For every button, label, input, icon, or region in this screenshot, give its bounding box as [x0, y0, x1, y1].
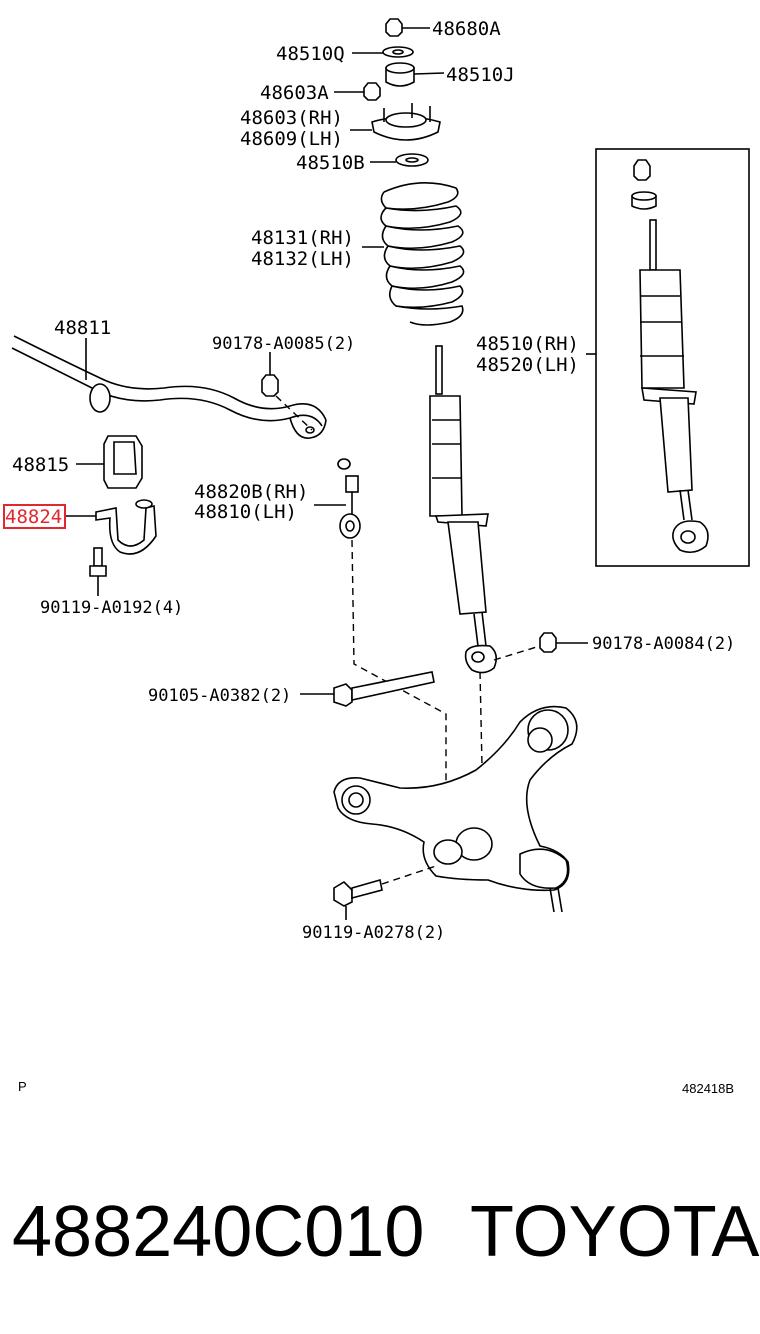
coil-spring	[362, 182, 465, 326]
label-48510-rh: 48510(RH)	[476, 333, 579, 355]
nut-90178-a0085	[261, 352, 313, 431]
label-48510q: 48510Q	[276, 43, 345, 65]
highlight-box	[3, 504, 66, 529]
corner-left-mark: P	[18, 1079, 27, 1094]
label-48811: 48811	[54, 317, 111, 339]
shock-absorber	[429, 345, 498, 674]
label-48603a: 48603A	[260, 82, 329, 104]
bushing-48815	[76, 435, 143, 489]
label-48510b: 48510B	[296, 152, 365, 174]
footer-part-number: 488240C010	[12, 1192, 424, 1272]
stabilizer-bar	[11, 335, 327, 439]
lower-control-arm	[333, 705, 578, 913]
label-48132-lh: 48132(LH)	[251, 248, 354, 270]
label-48131-rh: 48131(RH)	[251, 227, 354, 249]
label-90119-a0278: 90119-A0278(2)	[302, 923, 445, 943]
bolt-90119-a0192	[89, 547, 107, 596]
corner-right-code: 482418B	[682, 1081, 734, 1096]
nut-90178-a0084	[493, 632, 588, 661]
label-48603-rh: 48603(RH)	[240, 107, 343, 129]
label-90178-a0084: 90178-A0084(2)	[592, 634, 735, 654]
label-48680a: 48680A	[432, 18, 501, 40]
label-48510j: 48510J	[446, 64, 515, 86]
inset-shock-detail	[586, 148, 750, 567]
label-90105-a0382: 90105-A0382(2)	[148, 686, 291, 706]
label-48824[interactable]: 48824	[5, 506, 62, 528]
label-48810-lh: 48810(LH)	[194, 501, 297, 523]
label-90178-a0085: 90178-A0085(2)	[212, 334, 355, 354]
label-48820b-rh: 48820B(RH)	[194, 481, 308, 503]
footer-brand: TOYOTA	[470, 1192, 759, 1272]
bracket-48824	[66, 499, 157, 555]
label-48520-lh: 48520(LH)	[476, 354, 579, 376]
label-48815: 48815	[12, 454, 69, 476]
stabilizer-link	[314, 458, 447, 842]
upper-mount-assembly	[334, 18, 445, 167]
label-48609-lh: 48609(LH)	[240, 128, 343, 150]
label-90119-a0192: 90119-A0192(4)	[40, 598, 183, 618]
bolt-90119-a0278	[333, 865, 437, 920]
